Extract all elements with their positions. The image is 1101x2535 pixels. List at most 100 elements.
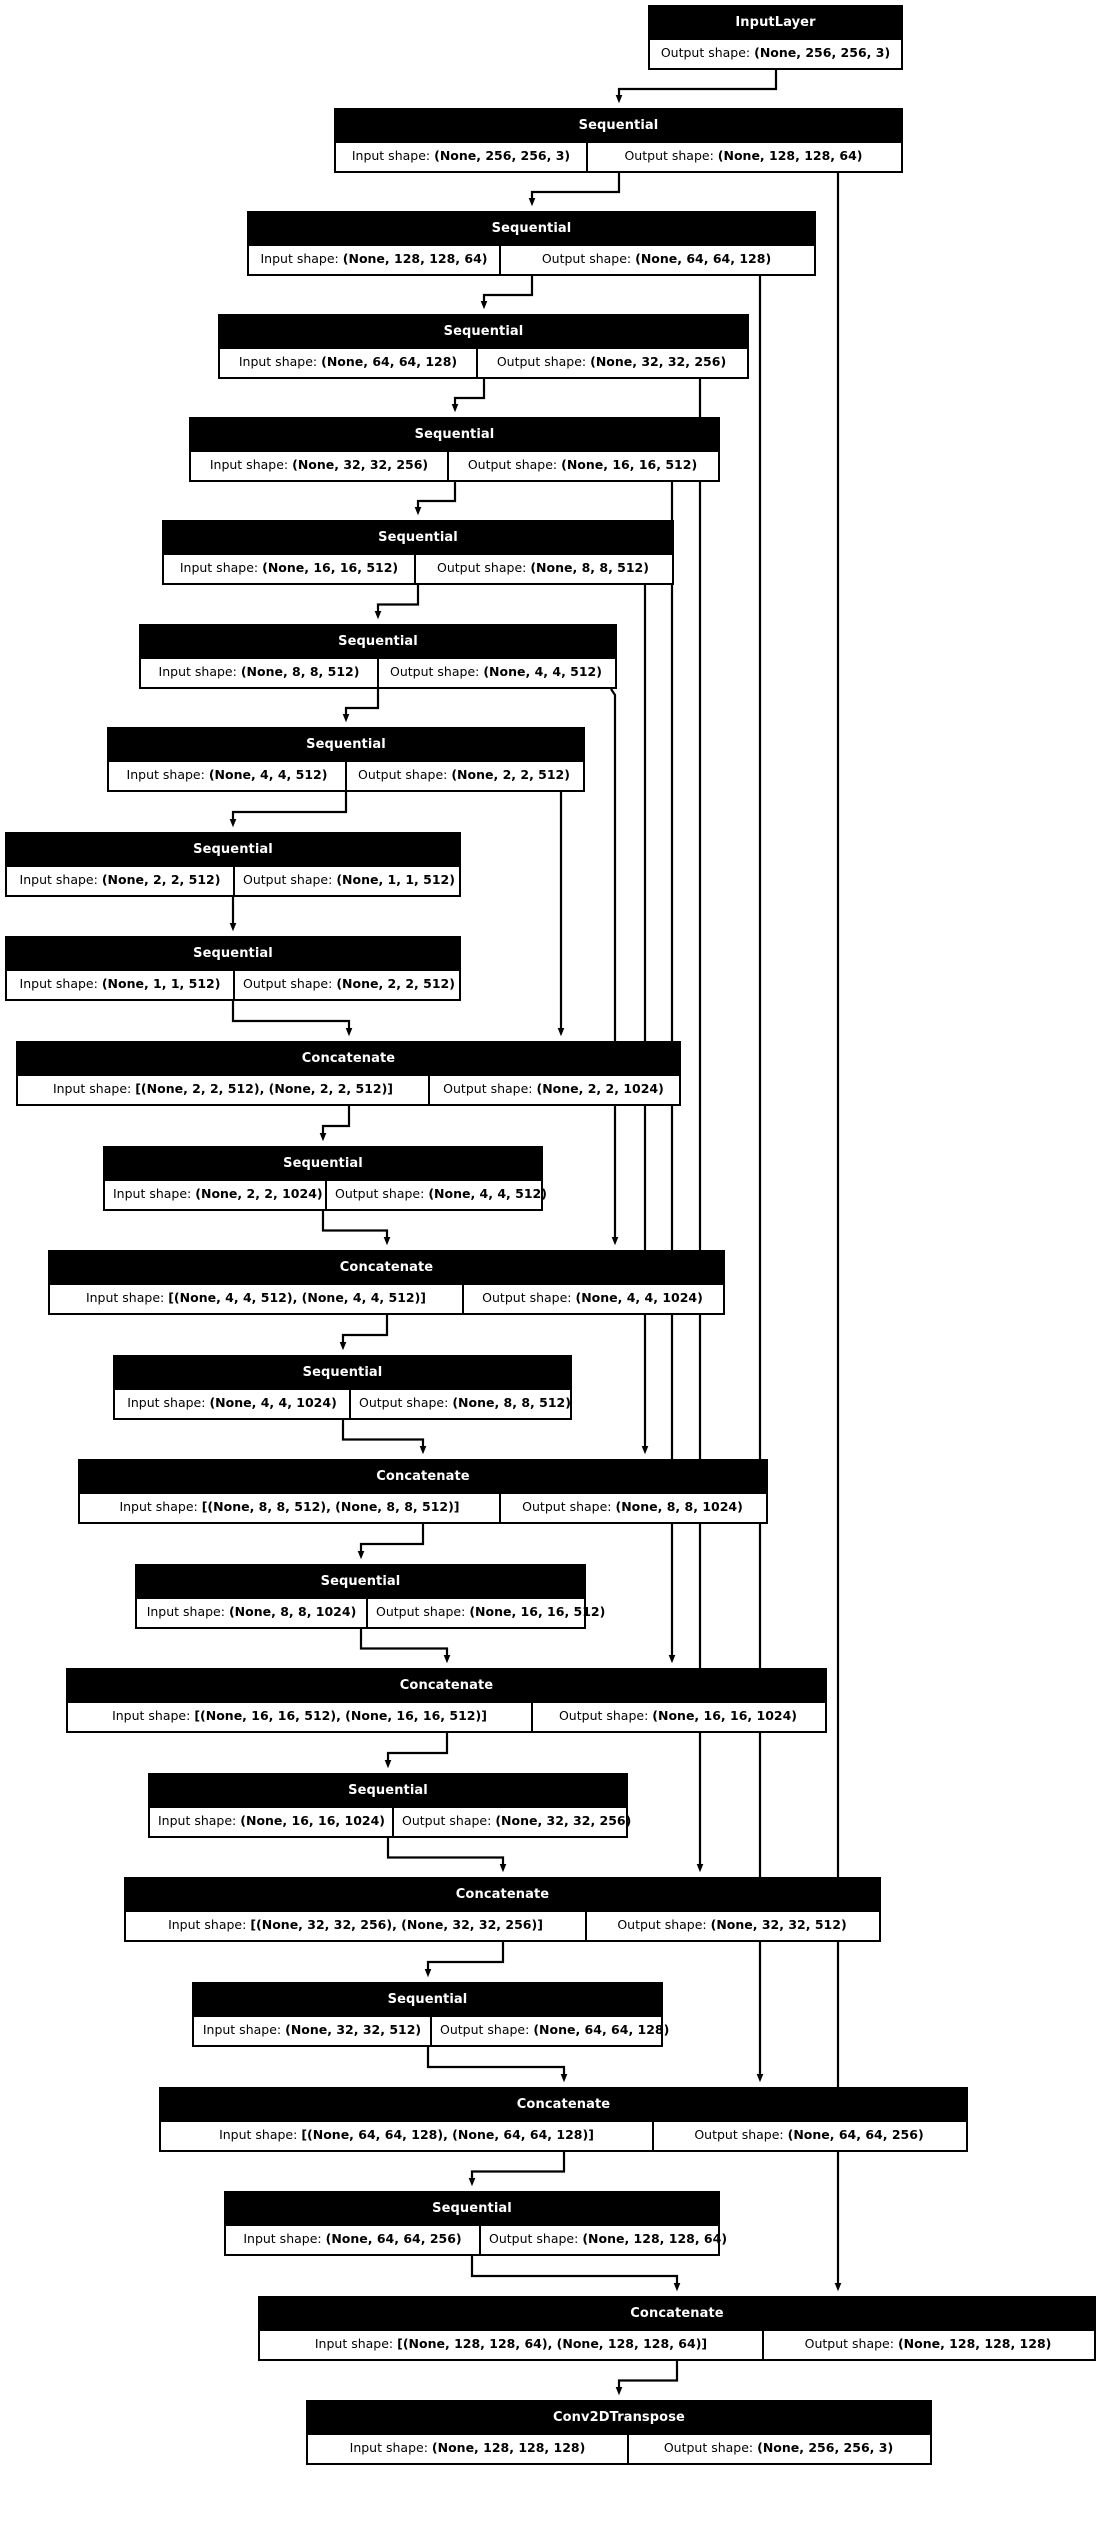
node-shape-row: Input shape: [(None, 2, 2, 512), (None, … <box>18 1074 679 1104</box>
sequential-edge <box>359 1629 451 1664</box>
input-shape-value: (None, 64, 64, 256) <box>325 2231 462 2246</box>
input-shape-cell: Input shape: [(None, 64, 64, 128), (None… <box>161 2122 654 2150</box>
output-shape-cell: Output shape: (None, 8, 8, 1024) <box>501 1494 764 1522</box>
node-title: Concatenate <box>161 2089 966 2120</box>
output-shape-value: (None, 32, 32, 256) <box>590 354 727 369</box>
input-shape-value: [(None, 4, 4, 512), (None, 4, 4, 512)] <box>168 1290 427 1305</box>
input-shape-label: Input shape: <box>19 976 98 991</box>
output-shape-cell: Output shape: (None, 128, 128, 128) <box>764 2331 1092 2359</box>
input-shape-label: Input shape: <box>349 2440 428 2455</box>
output-shape-cell: Output shape: (None, 8, 8, 512) <box>351 1390 571 1418</box>
sequential-edge <box>451 379 486 413</box>
node-title: Sequential <box>164 522 672 553</box>
output-shape-cell: Output shape: (None, 2, 2, 512) <box>235 971 457 999</box>
node-shape-row: Input shape: [(None, 16, 16, 512), (None… <box>68 1701 825 1731</box>
output-shape-cell: Output shape: (None, 64, 64, 128) <box>501 246 812 274</box>
sequential-edge <box>470 2256 681 2292</box>
input-shape-label: Input shape: <box>112 1708 191 1723</box>
input-shape-label: Input shape: <box>126 767 205 782</box>
output-shape-cell: Output shape: (None, 64, 64, 128) <box>432 2017 669 2045</box>
node-title: Sequential <box>194 1984 661 2015</box>
node-title: Sequential <box>7 834 459 865</box>
output-shape-value: (None, 2, 2, 1024) <box>536 1081 664 1096</box>
node-title: Concatenate <box>18 1043 679 1074</box>
node-title: Concatenate <box>80 1461 766 1492</box>
output-shape-label: Output shape: <box>437 560 527 575</box>
node-shape-row: Input shape: (None, 8, 8, 1024)Output sh… <box>137 1597 605 1627</box>
input-shape-label: Input shape: <box>179 560 259 575</box>
node-title: Sequential <box>137 1566 584 1597</box>
output-shape-label: Output shape: <box>482 1290 572 1305</box>
output-shape-cell: Output shape: (None, 8, 8, 512) <box>416 555 670 583</box>
output-shape-value: (None, 64, 64, 128) <box>635 251 772 266</box>
input-shape-cell: Input shape: [(None, 8, 8, 512), (None, … <box>80 1494 501 1522</box>
output-shape-value: (None, 4, 4, 512) <box>428 1186 547 1201</box>
node-shape-row: Input shape: (None, 64, 64, 256)Output s… <box>226 2224 727 2254</box>
sequential-edge <box>341 1420 427 1455</box>
input-shape-cell: Input shape: (None, 4, 4, 1024) <box>115 1390 351 1418</box>
input-shape-cell: Input shape: [(None, 2, 2, 512), (None, … <box>18 1076 430 1104</box>
output-shape-value: (None, 256, 256, 3) <box>757 2440 894 2455</box>
output-shape-cell: Output shape: (None, 256, 256, 3) <box>650 40 901 68</box>
node-title: Sequential <box>141 626 615 657</box>
sequential-edge <box>357 1524 425 1560</box>
input-shape-value: (None, 8, 8, 1024) <box>228 1604 357 1619</box>
node-shape-row: Input shape: [(None, 4, 4, 512), (None, … <box>50 1283 723 1313</box>
output-shape-label: Output shape: <box>804 2336 894 2351</box>
input-shape-label: Input shape: <box>119 1499 198 1514</box>
node-title: Conv2DTranspose <box>308 2402 930 2433</box>
node-shape-row: Input shape: (None, 64, 64, 128)Output s… <box>220 347 747 377</box>
output-shape-value: (None, 8, 8, 1024) <box>615 1499 743 1514</box>
output-shape-label: Output shape: <box>443 1081 533 1096</box>
input-shape-cell: Input shape: (None, 8, 8, 512) <box>141 659 379 687</box>
output-shape-value: (None, 64, 64, 256) <box>787 2127 924 2142</box>
output-shape-label: Output shape: <box>660 45 751 60</box>
output-shape-cell: Output shape: (None, 128, 128, 64) <box>481 2226 727 2254</box>
output-shape-label: Output shape: <box>376 1604 466 1619</box>
output-shape-cell: Output shape: (None, 2, 2, 512) <box>347 762 581 790</box>
sequential-edge <box>374 585 420 620</box>
input-shape-value: [(None, 8, 8, 512), (None, 8, 8, 512)] <box>201 1499 460 1514</box>
output-shape-cell: Output shape: (None, 32, 32, 256) <box>478 349 745 377</box>
sequential-edge <box>480 276 534 310</box>
input-shape-label: Input shape: <box>351 148 431 163</box>
input-shape-label: Input shape: <box>202 2022 282 2037</box>
node-title: InputLayer <box>650 7 901 38</box>
sequential-edge <box>414 482 457 516</box>
input-shape-cell: Input shape: (None, 128, 128, 64) <box>249 246 501 274</box>
output-shape-cell: Output shape: (None, 256, 256, 3) <box>629 2435 928 2463</box>
node-shape-row: Input shape: (None, 16, 16, 512)Output s… <box>164 553 672 583</box>
input-shape-cell: Input shape: (None, 4, 4, 512) <box>109 762 347 790</box>
sequential-edge <box>468 2152 566 2187</box>
input-shape-value: (None, 32, 32, 512) <box>285 2022 422 2037</box>
node-shape-row: Input shape: (None, 32, 32, 512) Output s… <box>194 2015 669 2045</box>
node-title: Sequential <box>336 110 901 141</box>
input-shape-label: Input shape: <box>238 354 318 369</box>
input-shape-value: (None, 4, 4, 512) <box>208 767 328 782</box>
output-shape-label: Output shape: <box>496 354 587 369</box>
output-shape-cell: Output shape: (None, 32, 32, 256) <box>394 1808 631 1836</box>
output-shape-cell: Output shape: (None, 16, 16, 512) <box>449 452 716 480</box>
sequential-edge <box>231 1001 353 1037</box>
node-shape-row: Input shape: (None, 8, 8, 512)Output sha… <box>141 657 615 687</box>
input-shape-label: Input shape: <box>219 2127 298 2142</box>
node-shape-row: Input shape: (None, 4, 4, 1024)Output sh… <box>115 1388 571 1418</box>
output-shape-value: (None, 16, 16, 1024) <box>652 1708 798 1723</box>
input-shape-label: Input shape: <box>113 1186 192 1201</box>
node-shape-row: Input shape: (None, 128, 128, 128)Output… <box>308 2433 930 2463</box>
node-shape-row: Input shape: (None, 2, 2, 1024)Output sh… <box>105 1179 547 1209</box>
input-shape-cell: Input shape: (None, 1, 1, 512) <box>7 971 235 999</box>
input-shape-label: Input shape: <box>127 1395 206 1410</box>
input-shape-value: (None, 2, 2, 512) <box>101 872 221 887</box>
sequential-edge <box>384 1733 449 1769</box>
node-shape-row: Input shape: (None, 128, 128, 64)Output … <box>249 244 814 274</box>
